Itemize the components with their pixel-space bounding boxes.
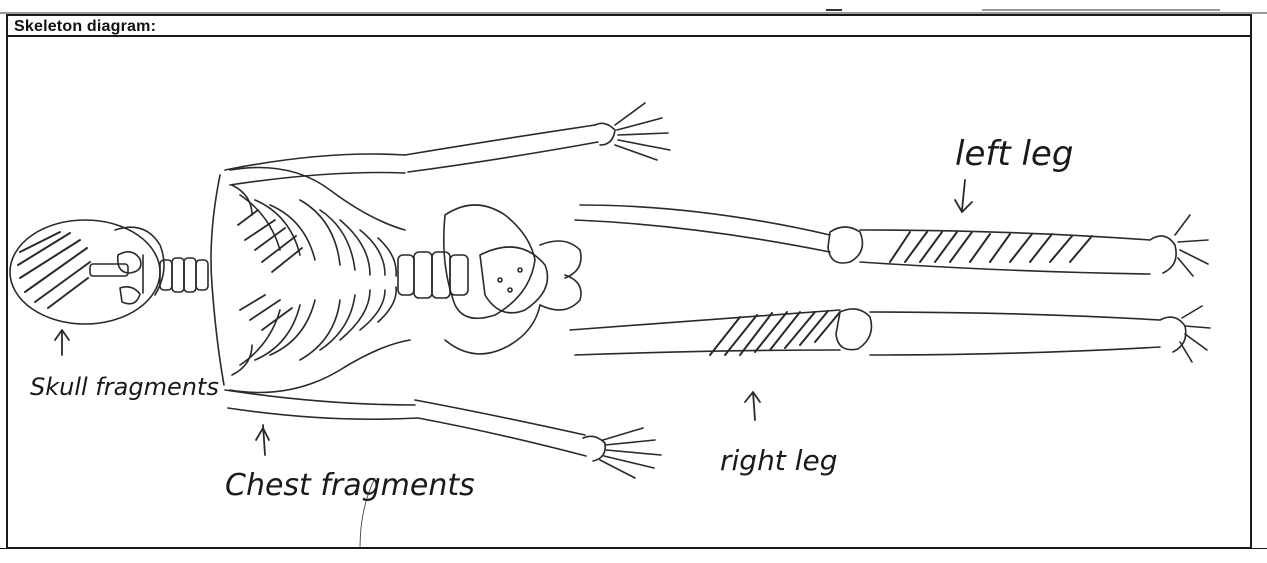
right-leg-bones (570, 306, 1210, 362)
skull-fragments-label: Skull fragments (30, 373, 219, 401)
upper-arm-top (225, 103, 670, 185)
skull (10, 220, 164, 324)
chest-fragments-label: Chest fragments (225, 468, 475, 503)
arrows (55, 180, 972, 548)
form-bottom-edge (0, 548, 1267, 563)
upper-arm-bottom (225, 390, 661, 478)
lumbar-spine (398, 252, 468, 298)
right-leg-label: right leg (720, 444, 837, 477)
left-leg-bones (575, 205, 1208, 276)
rib-cage (211, 168, 410, 393)
neck-vertebrae (160, 258, 208, 292)
left-leg-label: left leg (955, 134, 1073, 174)
pelvis (444, 205, 581, 354)
